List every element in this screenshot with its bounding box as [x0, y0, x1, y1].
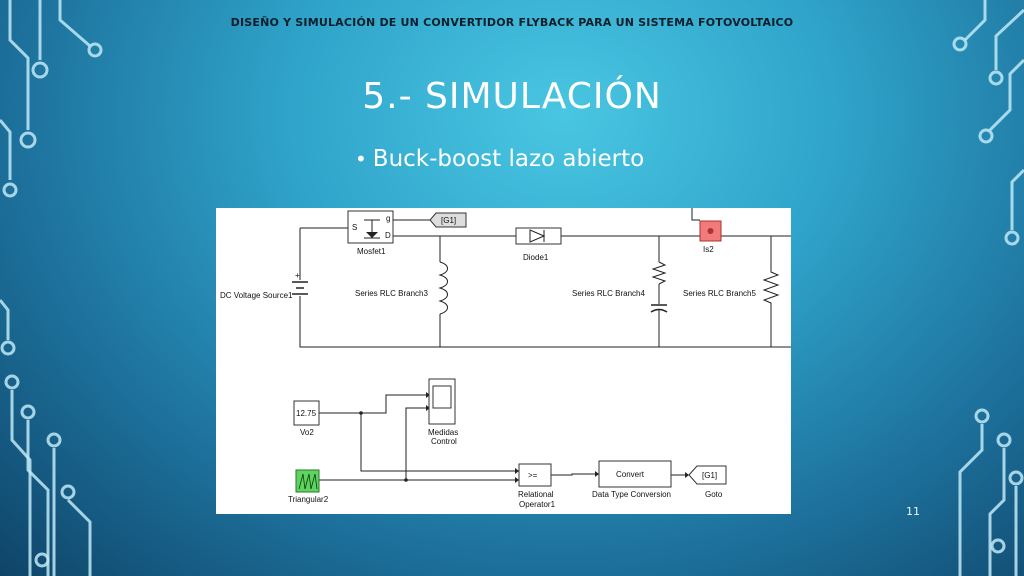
diode-block[interactable] [515, 227, 562, 245]
diode-label: Diode1 [523, 253, 549, 262]
goto-block[interactable] [688, 465, 727, 485]
bullet-dot-icon: • [355, 147, 367, 171]
vo2-constant-block[interactable] [293, 400, 320, 426]
convert-text: Convert [616, 470, 645, 479]
mosfet-label: Mosfet1 [357, 247, 386, 256]
dc-voltage-source[interactable]: + [292, 270, 308, 308]
relational-label-line2: Operator1 [519, 500, 556, 509]
rlc5-resistor[interactable] [762, 262, 780, 314]
rlc4-label: Series RLC Branch4 [572, 289, 645, 298]
dc-source-label: DC Voltage Source1 [220, 291, 293, 300]
relational-symbol: >= [528, 471, 538, 480]
mosfet-block[interactable] [347, 210, 394, 244]
inductor-rlc3[interactable] [438, 261, 448, 315]
data-type-conversion-block[interactable] [598, 460, 672, 488]
is2-label: Is2 [703, 245, 714, 254]
vo2-label: Vo2 [300, 428, 314, 437]
from-tag-label: [G1] [441, 216, 456, 225]
scope-label-line1: Medidas [428, 428, 458, 437]
mosfet-port-d: D [385, 231, 391, 240]
svg-text:+: + [295, 271, 300, 280]
goto-label: Goto [705, 490, 723, 499]
page-number: 11 [906, 505, 920, 518]
from-tag-g1[interactable] [393, 212, 467, 228]
dtc-label: Data Type Conversion [592, 490, 671, 499]
bullet-point: •Buck-boost lazo abierto [355, 146, 644, 172]
rlc3-label: Series RLC Branch3 [355, 289, 428, 298]
triangular-wave-block[interactable] [295, 469, 320, 493]
scope-label-line2: Control [431, 437, 457, 446]
goto-tag-label: [G1] [702, 471, 717, 480]
rlc4-resistor-capacitor[interactable] [650, 261, 668, 320]
bullet-text: Buck-boost lazo abierto [372, 146, 645, 172]
is2-block[interactable] [699, 220, 722, 242]
slide-title: 5.- SIMULACIÓN [362, 76, 662, 117]
presentation-header: DISEÑO Y SIMULACIÓN DE UN CONVERTIDOR FL… [230, 16, 794, 29]
relational-operator-block[interactable] [518, 463, 552, 487]
relational-label-line1: Relational [518, 490, 554, 499]
mosfet-port-g: g [386, 214, 390, 223]
triangular-label: Triangular2 [288, 495, 329, 504]
mosfet-port-s: S [352, 223, 357, 232]
vo2-value: 12.75 [296, 409, 317, 418]
scope-block[interactable] [428, 378, 456, 425]
simulink-diagram: + DC Voltage Source1 S g D Mosfet1 [G1] … [216, 208, 791, 514]
rlc5-label: Series RLC Branch5 [683, 289, 756, 298]
